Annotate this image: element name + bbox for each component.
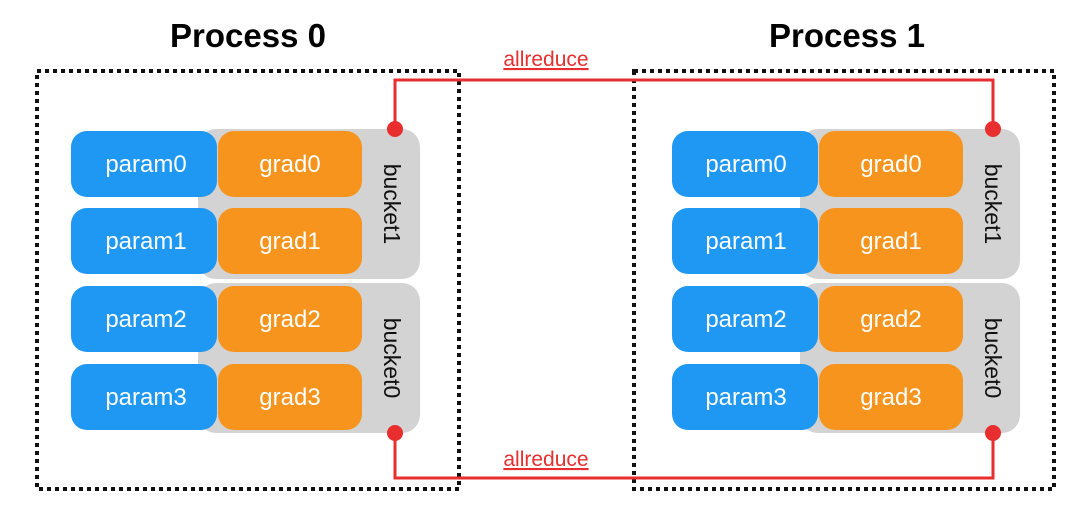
allreduce-bottom-connector: [393, 433, 995, 480]
allreduce-top-label: allreduce: [503, 48, 588, 71]
process-0-param1: [71, 208, 217, 274]
process-1-grad1-label: grad1: [860, 228, 921, 255]
allreduce-top-connector: [393, 78, 995, 129]
process-1-grad3: [819, 364, 963, 430]
process-0-grad1-label: grad1: [259, 228, 320, 255]
process-1-param2-label: param2: [705, 306, 786, 333]
allreduce-links: allreduce allreduce: [387, 48, 1001, 480]
process-1-frame: [632, 69, 1056, 491]
bucket1-endpoint-process-0: [387, 121, 403, 137]
process-0-param3: [71, 364, 217, 430]
process-0-bucket1-label: bucket1: [379, 164, 405, 245]
bucket0-endpoint-process-1: [985, 425, 1001, 441]
process-0-grad3: [218, 364, 362, 430]
process-1: Process 1 bucket1 bucket0 param0 param1 …: [632, 17, 1056, 491]
process-1-grad3-label: grad3: [860, 384, 921, 411]
process-0-title: Process 0: [170, 17, 326, 54]
process-0-param0: [71, 131, 217, 197]
process-1-grad0-label: grad0: [860, 151, 921, 178]
process-1-param1-label: param1: [705, 228, 786, 255]
process-1-param1: [672, 208, 818, 274]
bucket0-endpoint-process-0: [387, 425, 403, 441]
process-0-param2-label: param2: [105, 306, 186, 333]
process-1-grad1: [819, 208, 963, 274]
process-0-param1-label: param1: [105, 228, 186, 255]
process-0: Process 0 bucket1 bucket0 param0 param1 …: [35, 17, 461, 491]
process-0-frame: [35, 69, 461, 491]
process-0-grad0-label: grad0: [259, 151, 320, 178]
process-1-bucket1-label: bucket1: [980, 164, 1006, 245]
process-0-param3-label: param3: [105, 384, 186, 411]
process-0-param2: [71, 286, 217, 352]
process-0-grad2: [218, 286, 362, 352]
process-1-param2: [672, 286, 818, 352]
process-1-title: Process 1: [769, 17, 925, 54]
process-0-grad3-label: grad3: [259, 384, 320, 411]
process-0-grad2-label: grad2: [259, 306, 320, 333]
process-0-param0-label: param0: [105, 151, 186, 178]
process-1-grad0: [819, 131, 963, 197]
process-1-param0-label: param0: [705, 151, 786, 178]
process-1-grad2-label: grad2: [860, 306, 921, 333]
allreduce-bottom-label: allreduce: [503, 448, 588, 471]
process-0-grad0: [218, 131, 362, 197]
process-1-grad2: [819, 286, 963, 352]
process-1-bucket0-label: bucket0: [980, 318, 1006, 399]
process-0-bucket0-label: bucket0: [379, 318, 405, 399]
process-1-param3-label: param3: [705, 384, 786, 411]
process-1-param3: [672, 364, 818, 430]
bucket1-endpoint-process-1: [985, 121, 1001, 137]
process-0-grad1: [218, 208, 362, 274]
process-1-param0: [672, 131, 818, 197]
